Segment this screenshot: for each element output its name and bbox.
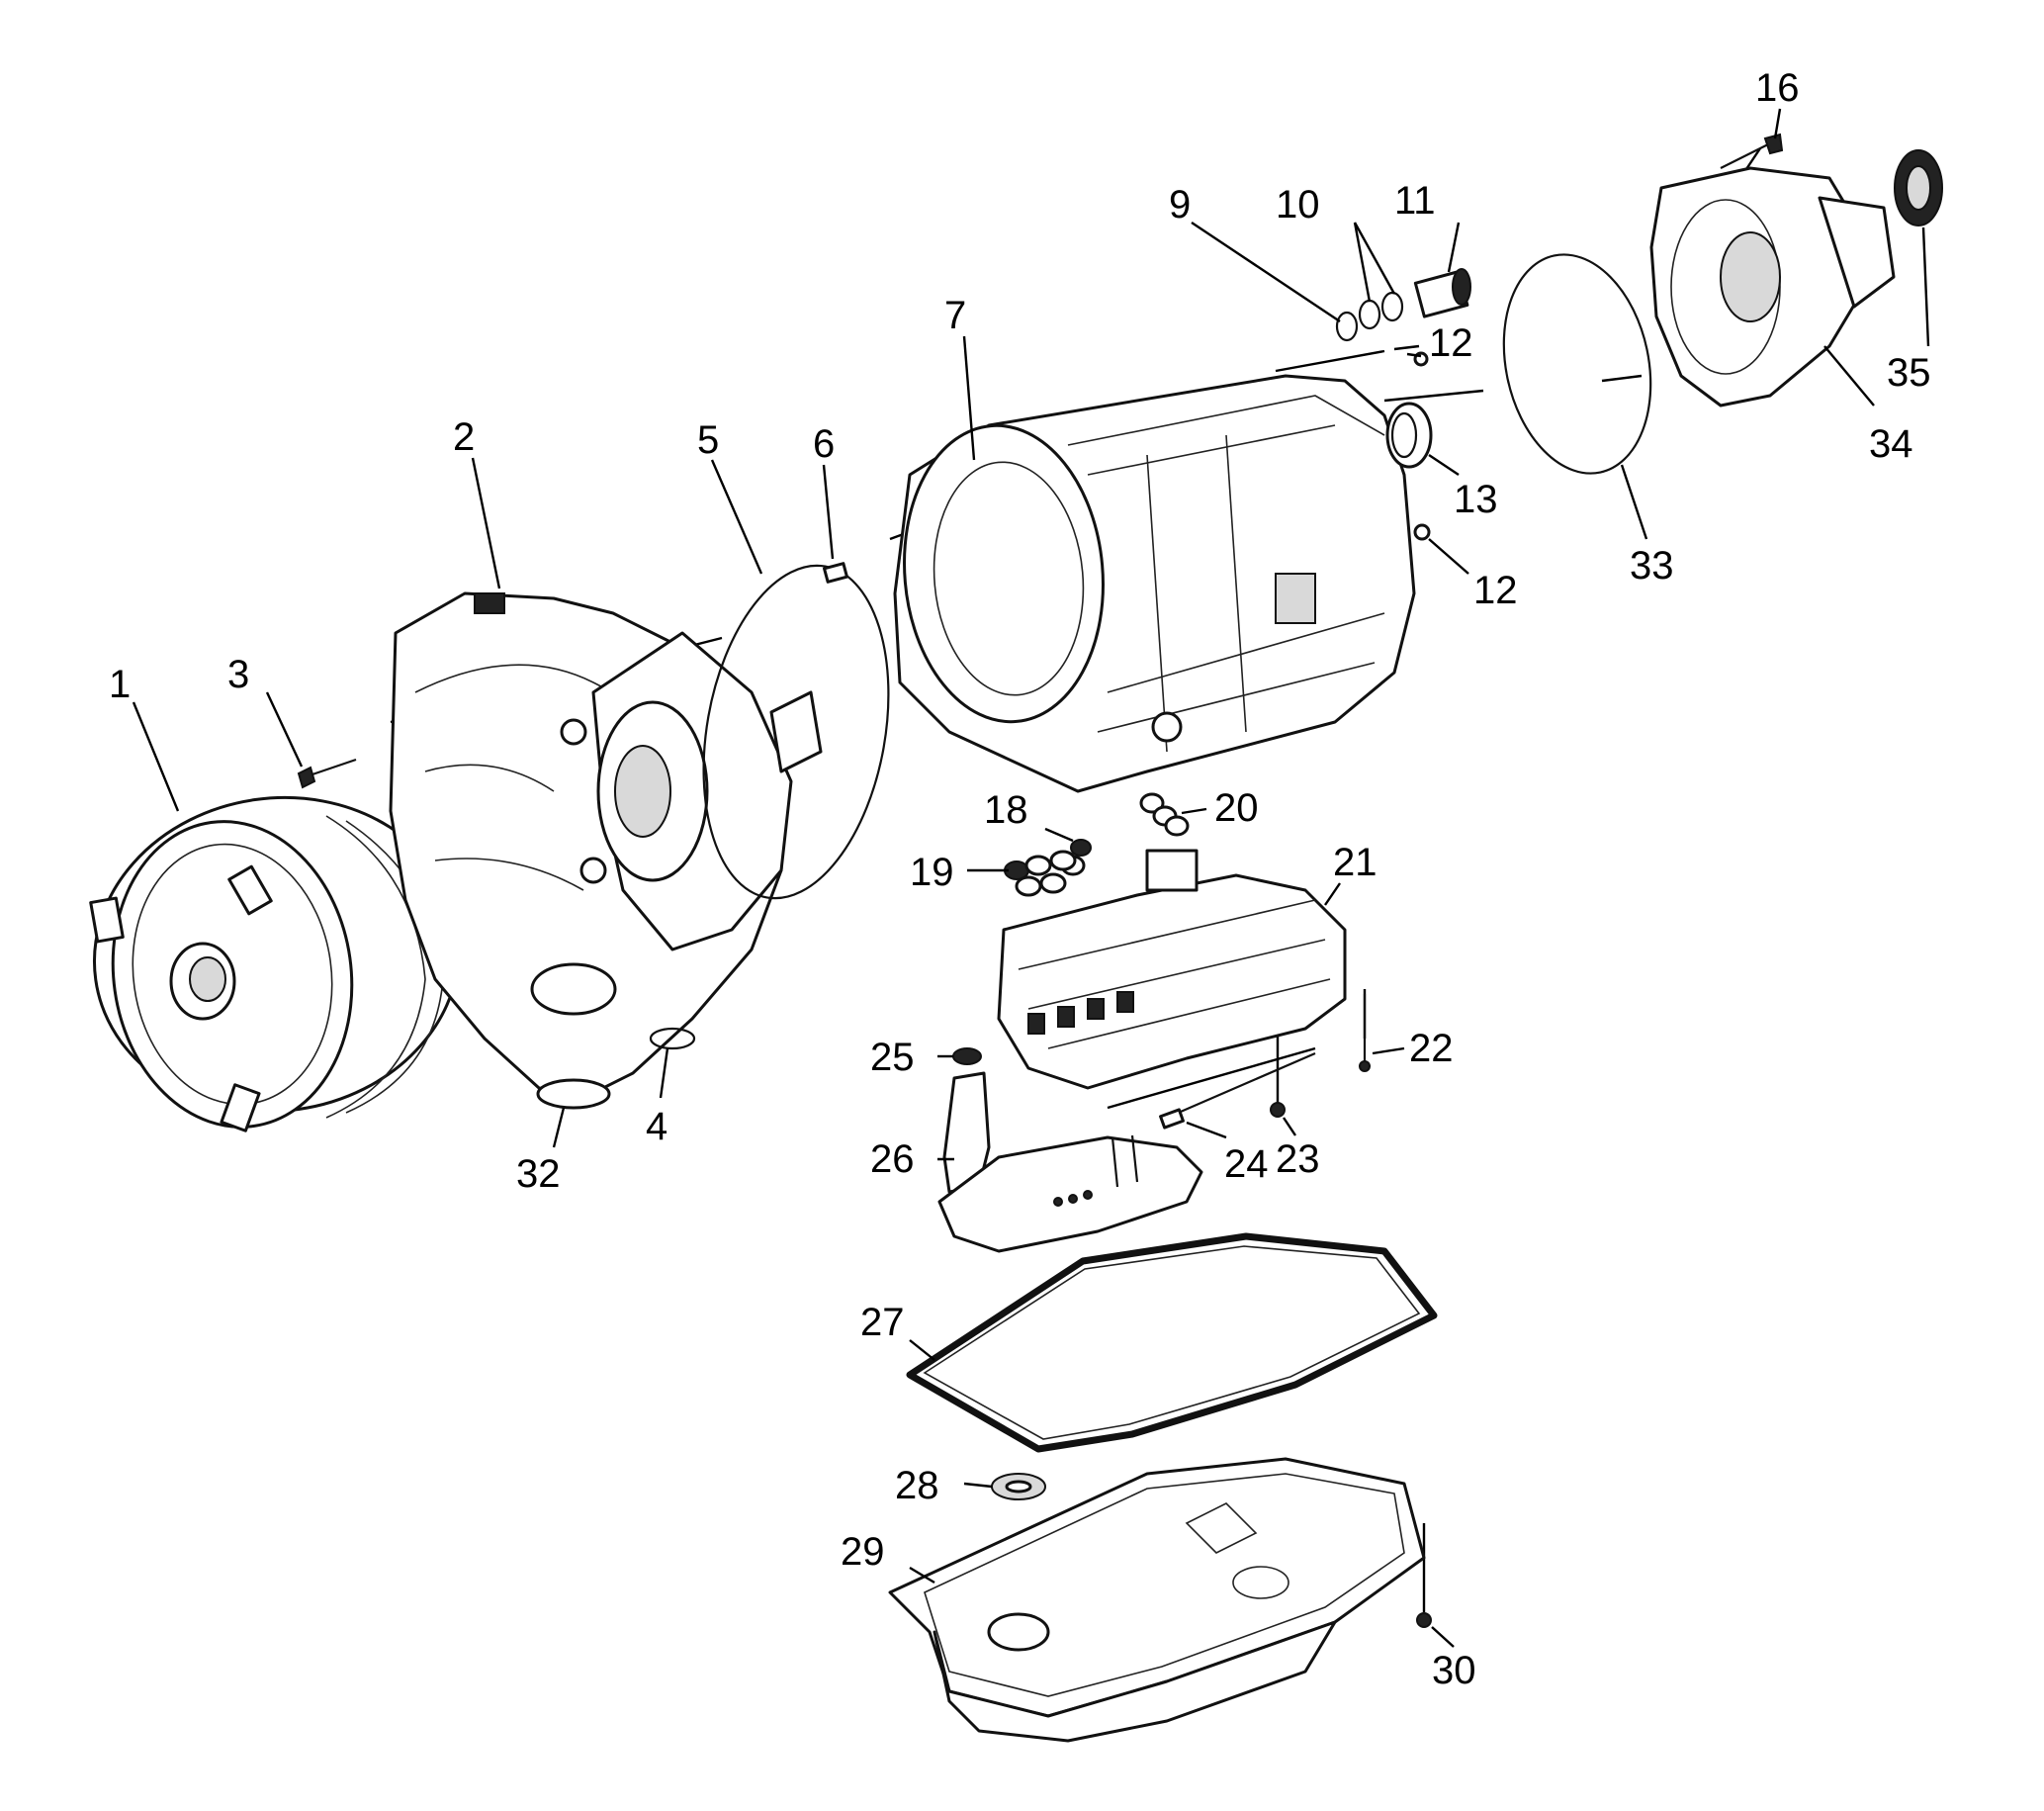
oil-pan-29 (888, 1457, 1426, 1743)
callout-5: 5 (697, 418, 719, 462)
callout-11: 11 (1394, 179, 1436, 223)
callout-30: 30 (1432, 1649, 1476, 1692)
seal-ring-9 (1335, 311, 1359, 342)
callout-7: 7 (944, 294, 966, 337)
callout-25: 25 (870, 1036, 915, 1079)
callout-10: 10 (1276, 183, 1320, 226)
callout-12-lower: 12 (1473, 569, 1518, 612)
drain-bolt-30 (1416, 1612, 1432, 1628)
cap-group-20 (1139, 792, 1190, 837)
bolt-22 (1359, 994, 1371, 1072)
callout-24: 24 (1224, 1142, 1269, 1186)
callout-22: 22 (1409, 1027, 1454, 1070)
plug-12-lower (1413, 523, 1431, 541)
callout-28: 28 (895, 1464, 939, 1507)
torque-converter (89, 795, 462, 1132)
callout-26: 26 (870, 1137, 915, 1181)
callout-23: 23 (1276, 1137, 1320, 1181)
leader-lines (132, 108, 1930, 1648)
seal-25 (952, 1047, 982, 1065)
callout-6: 6 (813, 422, 835, 466)
callout-27: 27 (860, 1301, 905, 1344)
cap-group-19 (1004, 850, 1077, 897)
callout-1: 1 (109, 663, 131, 706)
callout-2: 2 (453, 415, 475, 459)
tube-24 (1159, 1051, 1316, 1130)
callout-20: 20 (1214, 786, 1259, 830)
callout-21: 21 (1333, 841, 1377, 884)
callout-19: 19 (910, 851, 954, 894)
sleeve-11 (1413, 268, 1471, 318)
callout-labels: 1 2 3 4 5 6 7 9 10 11 12 12 13 16 18 19 … (109, 66, 1931, 1692)
callout-9: 9 (1169, 183, 1191, 226)
o-ring-33 (1502, 253, 1652, 475)
bolt-3 (297, 758, 357, 789)
converter-housing (389, 591, 823, 1100)
clip-32 (536, 1078, 611, 1110)
callout-13: 13 (1454, 478, 1498, 521)
bushing-13 (1385, 402, 1433, 469)
callout-32: 32 (516, 1152, 561, 1196)
pan-gasket-27 (906, 1232, 1438, 1453)
callout-35: 35 (1887, 351, 1931, 395)
dowel-pin-6 (823, 562, 848, 584)
bolt-23 (1270, 1102, 1286, 1118)
callout-18: 18 (984, 788, 1028, 832)
extension-housing (1649, 166, 1896, 407)
clip-4 (649, 1027, 696, 1050)
seal-rings-10 (1358, 291, 1404, 330)
callout-4: 4 (646, 1105, 667, 1148)
callout-16: 16 (1755, 66, 1800, 110)
callout-33: 33 (1630, 544, 1674, 588)
seal-35 (1894, 149, 1943, 226)
callout-29: 29 (841, 1530, 885, 1574)
callout-12-upper: 12 (1429, 321, 1473, 365)
seal-ring-5 (702, 564, 890, 900)
valve-body (997, 849, 1347, 1090)
callout-34: 34 (1869, 422, 1913, 466)
washer-28 (991, 1473, 1046, 1500)
filter-26 (937, 1071, 1203, 1253)
bolt-16 (1720, 133, 1784, 169)
transmission-case (893, 374, 1416, 793)
callout-3: 3 (227, 653, 249, 696)
